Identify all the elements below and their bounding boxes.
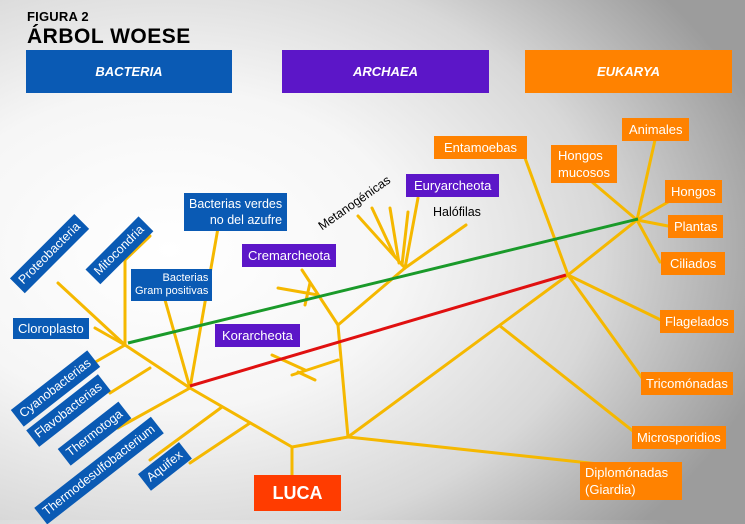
domain-eukarya: EUKARYA [525, 50, 732, 93]
branch-cremarcheota-stub2 [303, 281, 312, 307]
branch-thermotoga [116, 386, 192, 430]
label-diplomonadas-line1: Diplomónadas [585, 465, 669, 480]
label-flagelados: Flagelados [660, 310, 734, 333]
branch-halofilas [403, 223, 468, 270]
root-luca: LUCA [254, 475, 341, 511]
branch-entamoebas [523, 156, 570, 277]
page-title: ÁRBOL WOESE [27, 25, 191, 48]
branch-ciliados [635, 218, 662, 264]
label-animales: Animales [622, 118, 690, 141]
branch-root-right [290, 435, 350, 449]
branch-mitocondria [123, 234, 152, 262]
branch-euryarcheota-top [403, 196, 420, 270]
branch-flagelados [566, 273, 667, 324]
branch-root-left [188, 386, 294, 449]
label-diplomonadas: Diplomónadas (Giardia) [580, 462, 682, 500]
label-cremarcheota: Cremarcheota [242, 244, 337, 267]
label-diplomonadas-line2: (Giardia) [585, 482, 636, 497]
label-plantas: Plantas [668, 215, 724, 238]
label-microsporidios: Microsporidios [632, 426, 726, 449]
branch-flavobacterias [108, 366, 152, 395]
label-bacterias-verdes-line1: Bacterias verdes [189, 197, 283, 211]
label-bacterias-gram-line2: Gram positivas [135, 285, 209, 297]
branch-metanogenicas-3 [388, 206, 401, 265]
branch-korarcheota-stub2 [296, 370, 317, 382]
label-bacterias-gram-line1: Bacterias [162, 272, 209, 284]
figure-label: FIGURA 2 [27, 9, 89, 24]
branch-eukarya-main [346, 273, 570, 439]
label-euryarcheota: Euryarcheota [406, 174, 500, 197]
label-bacterias-verdes: Bacterias verdes no del azufre [184, 193, 288, 231]
branch-archaea-main [336, 323, 350, 439]
label-cloroplasto: Cloroplasto [13, 318, 89, 339]
branch-bacteria-main [123, 343, 192, 390]
branch-animales [635, 138, 657, 222]
branch-korarcheota-stub1 [270, 353, 307, 372]
label-hongos-mucosos: Hongos mucosos [551, 145, 618, 183]
domain-bacteria: BACTERIA [26, 50, 232, 93]
branch-hongos-mucosos [583, 174, 639, 222]
branch-cremarcheota-stub1 [276, 286, 320, 297]
label-bacterias-verdes-line2: no del azufre [209, 213, 283, 227]
branch-eukarya-upper [566, 218, 639, 277]
mitochondria-transfer-line [189, 273, 567, 388]
branch-cloroplasto [93, 326, 127, 347]
branch-verdes [188, 226, 220, 390]
chloroplast-transfer-line [127, 217, 639, 345]
label-korarcheota: Korarcheota [215, 324, 300, 347]
label-ciliados: Ciliados [661, 252, 726, 275]
branch-proteobacteria [56, 281, 127, 347]
label-bacterias-gram: Bacterias Gram positivas [131, 269, 213, 301]
branch-gram [163, 298, 192, 390]
branch-aquifex [188, 421, 252, 465]
branch-metanogenicas-2 [370, 206, 397, 259]
branch-microsporidios [498, 324, 640, 437]
branch-plantas [635, 218, 670, 228]
label-tricomonadas: Tricomónadas [641, 372, 733, 395]
label-hongos-mucosos-line2: mucosos [558, 165, 611, 180]
label-hongos: Hongos [665, 180, 722, 203]
label-entamoebas: Entamoebas [434, 136, 527, 159]
domain-archaea: ARCHAEA [282, 50, 489, 93]
branch-thermodesulfobacterium [148, 405, 224, 462]
branch-diplomonadas [346, 435, 610, 467]
label-hongos-mucosos-line1: Hongos [558, 148, 603, 163]
branch-metanogenicas-4 [400, 210, 410, 267]
branch-euryarcheota [336, 266, 407, 327]
label-halofilas: Halófilas [433, 205, 481, 219]
branch-tricomonadas [566, 273, 647, 384]
